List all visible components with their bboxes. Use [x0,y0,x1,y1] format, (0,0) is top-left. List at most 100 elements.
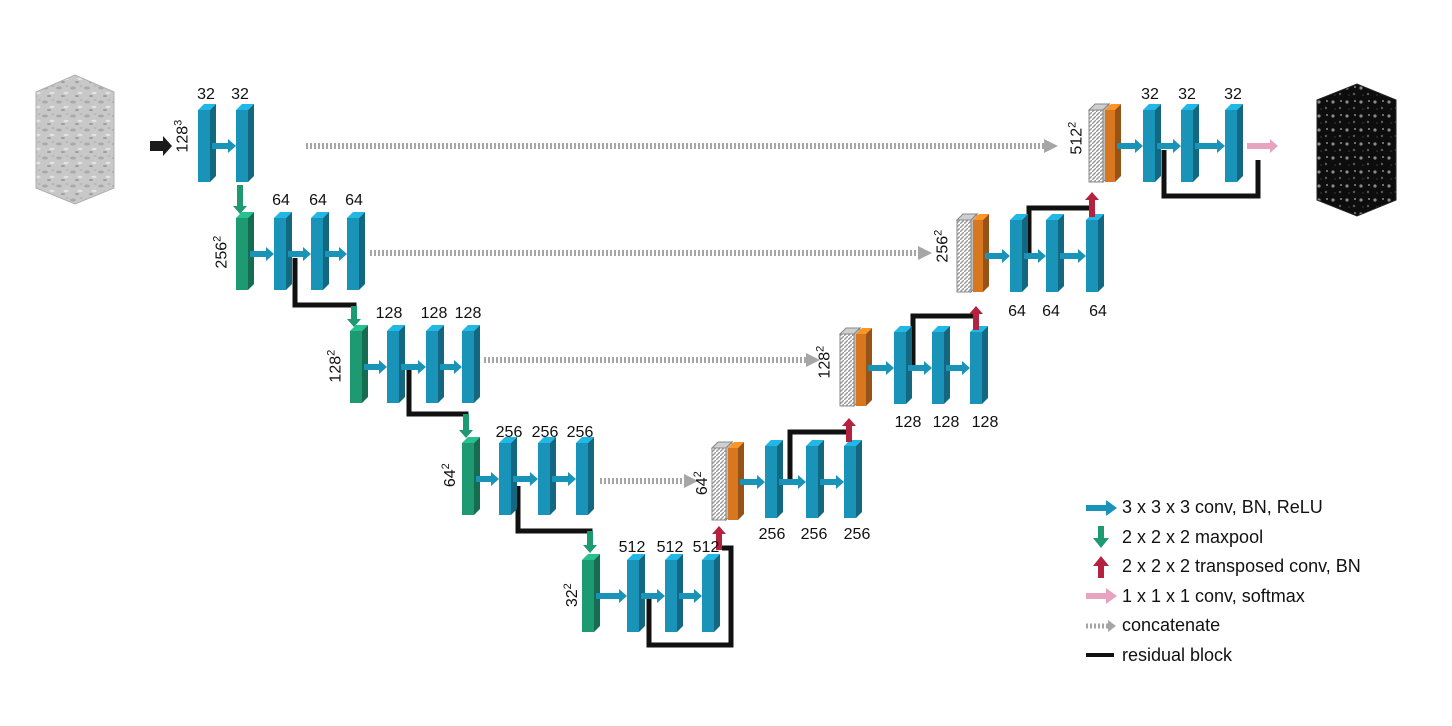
softmax-arrow [1247,139,1278,153]
transposed-conv-arrow [969,306,983,330]
conv-arrow [288,247,311,261]
conv-block [702,554,720,632]
conv-arrow [985,249,1010,263]
encoder-level-3-channel-3: 128 [454,305,482,322]
decoder-level-1-size: 5122 [1066,121,1086,155]
conv-block [844,440,862,518]
conv-block [806,440,824,518]
conv-arrow [779,475,806,489]
decoder-level-4-channel-2: 256 [800,526,828,543]
encoder-level-1-channel-1: 32 [197,86,215,103]
decoder-level-1-channel-1: 32 [1141,86,1159,103]
encoder-level-2-channel-2: 64 [309,192,327,209]
legend-label: 2 x 2 x 2 maxpool [1122,526,1264,547]
conv-arrow [476,472,499,486]
encoder-level-3-channel-2: 128 [420,305,448,322]
conv-block [462,325,480,403]
decoder-level-2-size: 2562 [932,229,952,263]
encoder-level-1-channel-2: 32 [231,86,249,103]
conv-arrow [401,360,426,374]
conv-arrow [679,589,702,603]
conv-block [1143,104,1161,182]
input-arrow-icon [150,136,172,156]
encoder-level-4-size: 642 [439,463,460,488]
encoder-level-5-channel-1: 512 [618,539,646,556]
conv-block [236,104,254,182]
conv-block [576,437,594,515]
conv-arrow [325,247,347,261]
conv-arrow [946,361,970,375]
encoder-level-5-size: 322 [561,583,582,608]
conv-arrow [740,475,765,489]
conv-arrow [212,139,236,153]
legend-item-maxpool: 2 x 2 x 2 maxpool [1084,523,1361,553]
legend: 3 x 3 x 3 conv, BN, ReLU 2 x 2 x 2 maxpo… [1084,493,1361,670]
conv-arrow [552,472,576,486]
maxpool-arrow [347,306,361,327]
encoder-level-2-size: 2562 [211,235,231,269]
legend-label: 2 x 2 x 2 transposed conv, BN [1122,556,1361,577]
decoder-level-4-channel-3: 256 [843,526,871,543]
conv-block [1225,104,1243,182]
decoder-level-4-channel-1: 256 [758,526,786,543]
maxpool-arrow [459,414,473,438]
conv-block [970,326,988,404]
encoder-level-2-channel-1: 64 [272,192,290,209]
transposed-conv-arrow-icon [1093,555,1109,578]
conv-arrow [1157,139,1181,153]
conv-block [1086,214,1104,292]
conv-arrow-icon [1086,499,1117,516]
conv-block [198,104,216,182]
conv-arrow [641,589,665,603]
legend-label: residual block [1122,644,1233,665]
legend-label: 3 x 3 x 3 conv, BN, ReLU [1122,497,1323,518]
transposed-conv-arrow [1085,192,1099,217]
output-volume [1316,83,1397,217]
legend-item-transposed-conv: 2 x 2 x 2 transposed conv, BN [1084,552,1361,582]
pool-block [236,212,254,290]
encoder-level-3-size: 1282 [325,349,345,383]
residual-line-icon [1086,653,1114,658]
decoder-level-3-size: 1282 [814,345,834,379]
maxpool-arrow-icon [1093,526,1109,549]
legend-label: concatenate [1122,615,1221,636]
softmax-arrow-icon [1086,588,1117,605]
legend-item-residual: residual block [1084,641,1361,671]
encoder-level-3-channel-1: 128 [375,305,403,322]
conv-arrow [868,361,894,375]
legend-item-conv: 3 x 3 x 3 conv, BN, ReLU [1084,493,1361,523]
conv-arrow [820,475,844,489]
concatenate-arrows [306,143,1044,484]
transposed-conv-arrow [842,418,856,442]
encoder-level-1-size: 1283 [172,119,192,153]
decoder-level-3-channel-3: 128 [971,414,999,431]
decoder-level-1-channel-2: 32 [1178,86,1196,103]
decoder-level-3-channel-1: 128 [894,414,922,431]
encoder-level-2-channel-3: 64 [345,192,363,209]
decoder-level-4-size: 642 [691,471,712,496]
conv-block [1046,214,1064,292]
conv-block [347,212,365,290]
legend-item-concatenate: concatenate [1084,611,1361,641]
concatenate-arrowheads [684,139,1058,488]
conv-arrow [250,247,274,261]
input-volume [35,74,115,205]
conv-arrow [513,472,538,486]
conv-arrow [364,360,387,374]
encoder-level-5-channel-3: 512 [692,539,720,556]
maxpool-arrow [583,531,597,553]
concatenate-arrow-icon [1086,619,1116,632]
encoder-level-4-channel-2: 256 [531,424,559,441]
pool-block [582,554,600,632]
legend-item-softmax: 1 x 1 x 1 conv, softmax [1084,582,1361,612]
transposed-conv-arrow [712,526,726,550]
encoder-level-4-channel-1: 256 [495,424,523,441]
conv-arrow [1195,139,1225,153]
decoder-level-3-channel-2: 128 [932,414,960,431]
encoder-level-5-channel-2: 512 [656,539,684,556]
decoder-level-2-channel-1: 64 [1008,303,1026,320]
decoder-level-1-channel-3: 32 [1224,86,1242,103]
encoder-level-4-channel-3: 256 [566,424,594,441]
conv-arrow [1117,139,1143,153]
